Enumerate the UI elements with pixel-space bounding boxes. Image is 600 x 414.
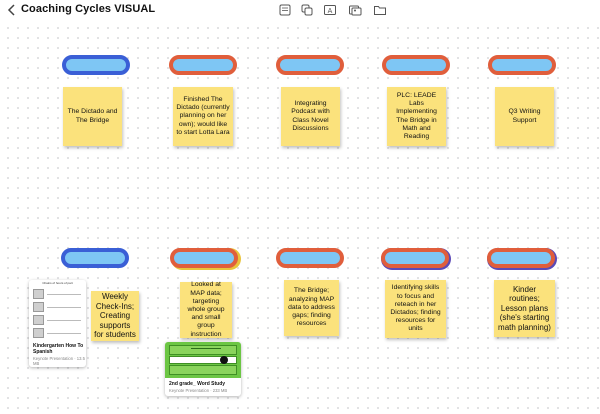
cycle-pill-5[interactable] [488, 55, 556, 75]
file-card[interactable]: Chains of hours of part Kindergarten How… [29, 280, 86, 367]
sticky-note[interactable]: Looked at MAP data; targeting whole grou… [180, 281, 232, 338]
sticky-note[interactable]: Q3 Writing Support [495, 87, 554, 146]
cycle-pill-9[interactable] [381, 248, 449, 268]
document-thumbnail: Chains of hours of part [29, 280, 86, 342]
cycle-pill-1[interactable] [62, 55, 130, 75]
copy-icon[interactable] [300, 3, 314, 17]
page-title: Coaching Cycles VISUAL [21, 3, 156, 15]
cycle-pill-7[interactable] [170, 248, 238, 268]
sticky-note[interactable]: Integrating Podcast with Class Novel Dis… [281, 87, 340, 146]
sticky-note[interactable]: The Bridge; analyzing MAP data to addres… [284, 280, 339, 336]
sticky-note[interactable]: Finished The Dictado (currently planning… [173, 87, 233, 146]
file-meta: Keynote Presentation · 233 MB [169, 388, 228, 393]
sticky-note[interactable]: PLC: LEADE Labs Implementing The Bridge … [387, 87, 446, 146]
sticky-note[interactable]: Kinder routines; Lesson plans (she's sta… [494, 280, 555, 337]
thumbnail-heading: Chains of hours of part [42, 282, 73, 285]
file-name: 2nd grade_ Word Study [169, 381, 226, 387]
file-name: Kindergarten How To Spanish [33, 343, 84, 355]
text-box-icon[interactable]: A [323, 3, 337, 17]
toolbar: Coaching Cycles VISUAL A [0, 0, 600, 22]
folder-icon[interactable] [373, 3, 387, 17]
cycle-pill-10[interactable] [487, 248, 555, 268]
cycle-pill-4[interactable] [382, 55, 450, 75]
cycle-pill-2[interactable] [169, 55, 237, 75]
cycle-pill-3[interactable] [276, 55, 344, 75]
chevron-left-icon[interactable] [6, 3, 18, 17]
sticky-note[interactable]: Identifying skills to focus and reteach … [385, 280, 446, 338]
file-card[interactable]: 2nd grade_ Word Study Keynote Presentati… [165, 342, 241, 396]
cycle-pill-8[interactable] [276, 248, 344, 268]
cycle-pill-6[interactable] [61, 248, 129, 268]
file-meta: Keynote Presentation · 13.5 MB [33, 356, 85, 366]
note-icon[interactable] [278, 3, 292, 17]
presentation-thumbnail [165, 342, 241, 378]
sticky-note[interactable]: Weekly Check-Ins; Creating supports for … [91, 291, 139, 341]
media-icon[interactable] [348, 3, 362, 17]
sticky-note[interactable]: The Dictado and The Bridge [63, 87, 122, 146]
svg-text:A: A [328, 8, 333, 15]
